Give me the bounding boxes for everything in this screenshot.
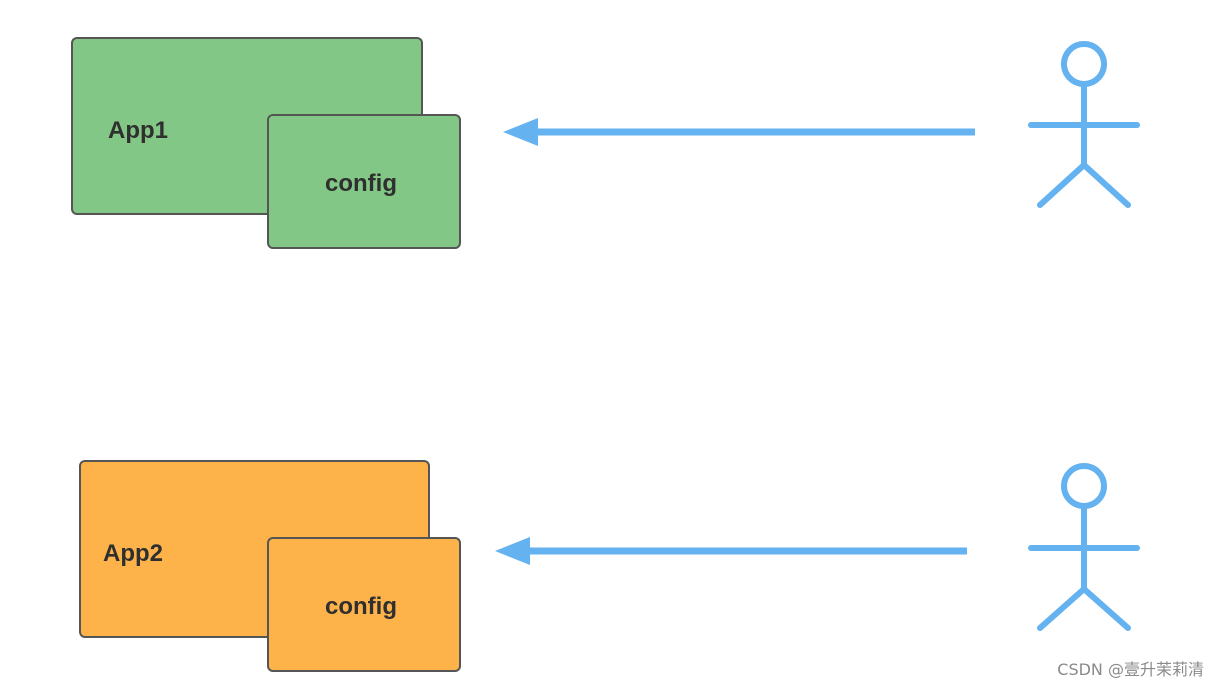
app1-label: App1 xyxy=(108,117,168,144)
actor-top-icon xyxy=(1028,41,1140,208)
arrow-bottom xyxy=(495,537,967,565)
app2-label: App2 xyxy=(103,540,163,567)
app1-config-label: config xyxy=(325,170,397,197)
app1-config-box: config xyxy=(267,114,461,249)
app2-config-box: config xyxy=(267,537,461,672)
watermark: CSDN @壹升茉莉清 xyxy=(1057,660,1204,679)
arrow-top xyxy=(503,118,975,146)
actor-bottom-icon xyxy=(1028,463,1140,631)
app2-config-label: config xyxy=(325,593,397,620)
